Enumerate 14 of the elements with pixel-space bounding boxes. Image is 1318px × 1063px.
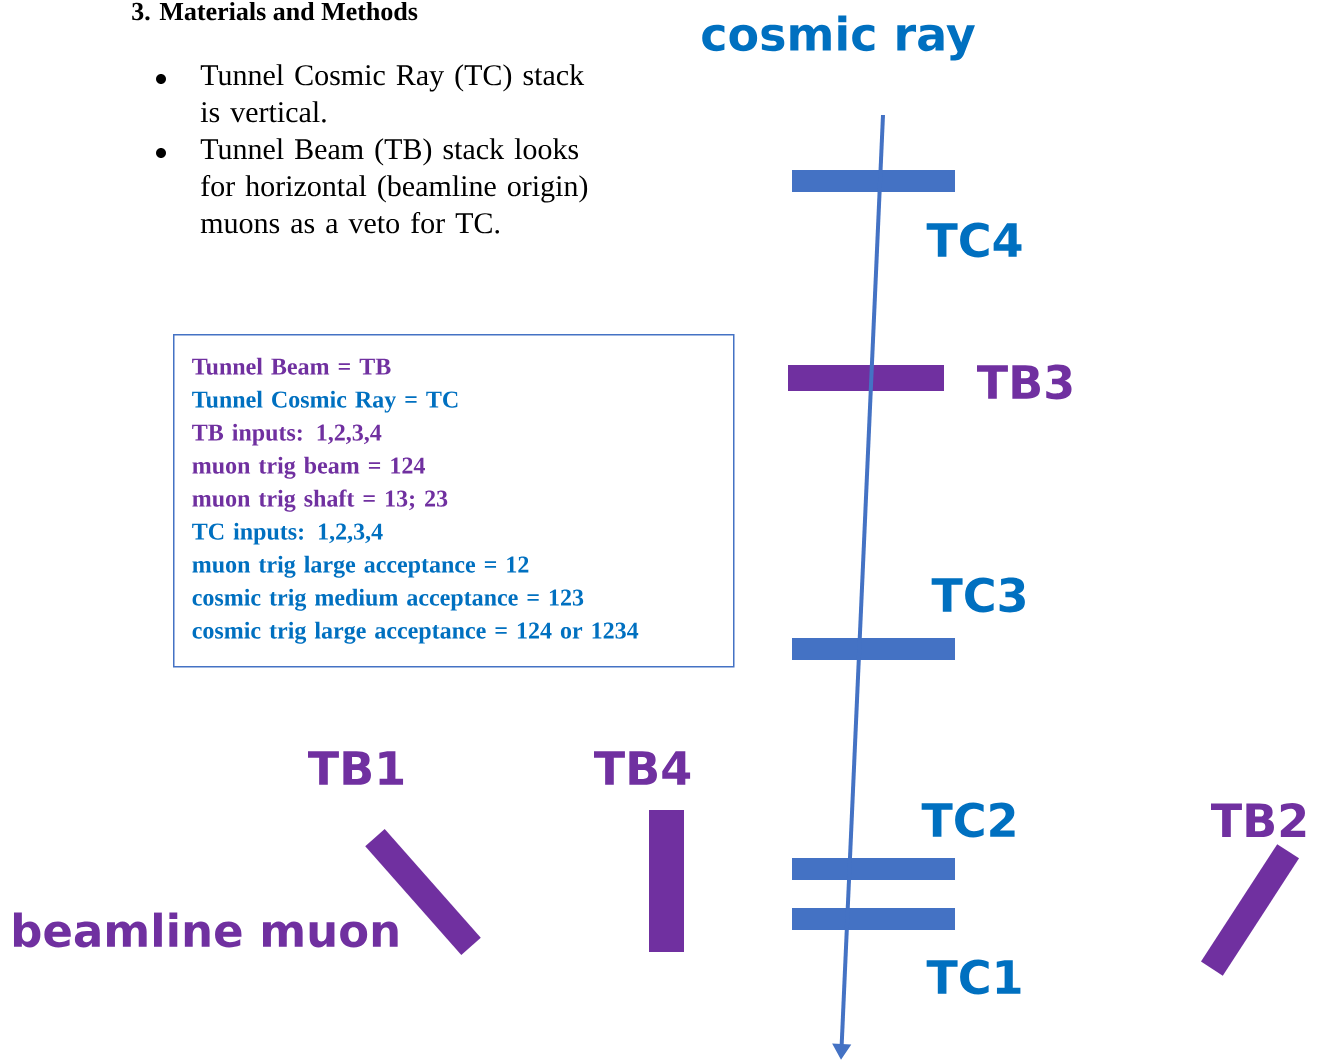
bar-label: TB2 xyxy=(1211,802,1306,838)
bar-label: TC4 xyxy=(926,222,1022,258)
bar-label: TC3 xyxy=(931,577,1025,613)
bar-label: TB4 xyxy=(594,751,691,785)
heading-label: cosmic ray xyxy=(702,15,975,61)
bar-label: TC2 xyxy=(921,802,1015,838)
bullet-text: Tunnel Beam (TB) stack looks for horizontal (beamline origin) muons as a veto for TC. xyxy=(200,138,588,234)
bullet-text: Tunnel Cosmic Ray (TC) stack is vertical. xyxy=(200,64,585,123)
heading: 3. Materials and Methods xyxy=(132,1,418,21)
key-box: Tunnel Beam = TB Tunnel Cosmic Ray = TC TB inputs: 1,2,3,4 muon trig beam = 124 muon trig shaft = 13; 23 TC inputs: 1,2,3,4 muon trig large acceptance = 12 cosmic trig medium acceptance = 123 cosmic trig large acceptance = 124 or 1234 xyxy=(173,334,735,668)
bar-label: TB1 xyxy=(308,751,404,785)
beam-label: beamline muon xyxy=(14,912,398,948)
bar-label: TC1 xyxy=(926,959,1021,995)
bar-label: TB3 xyxy=(977,364,1072,400)
